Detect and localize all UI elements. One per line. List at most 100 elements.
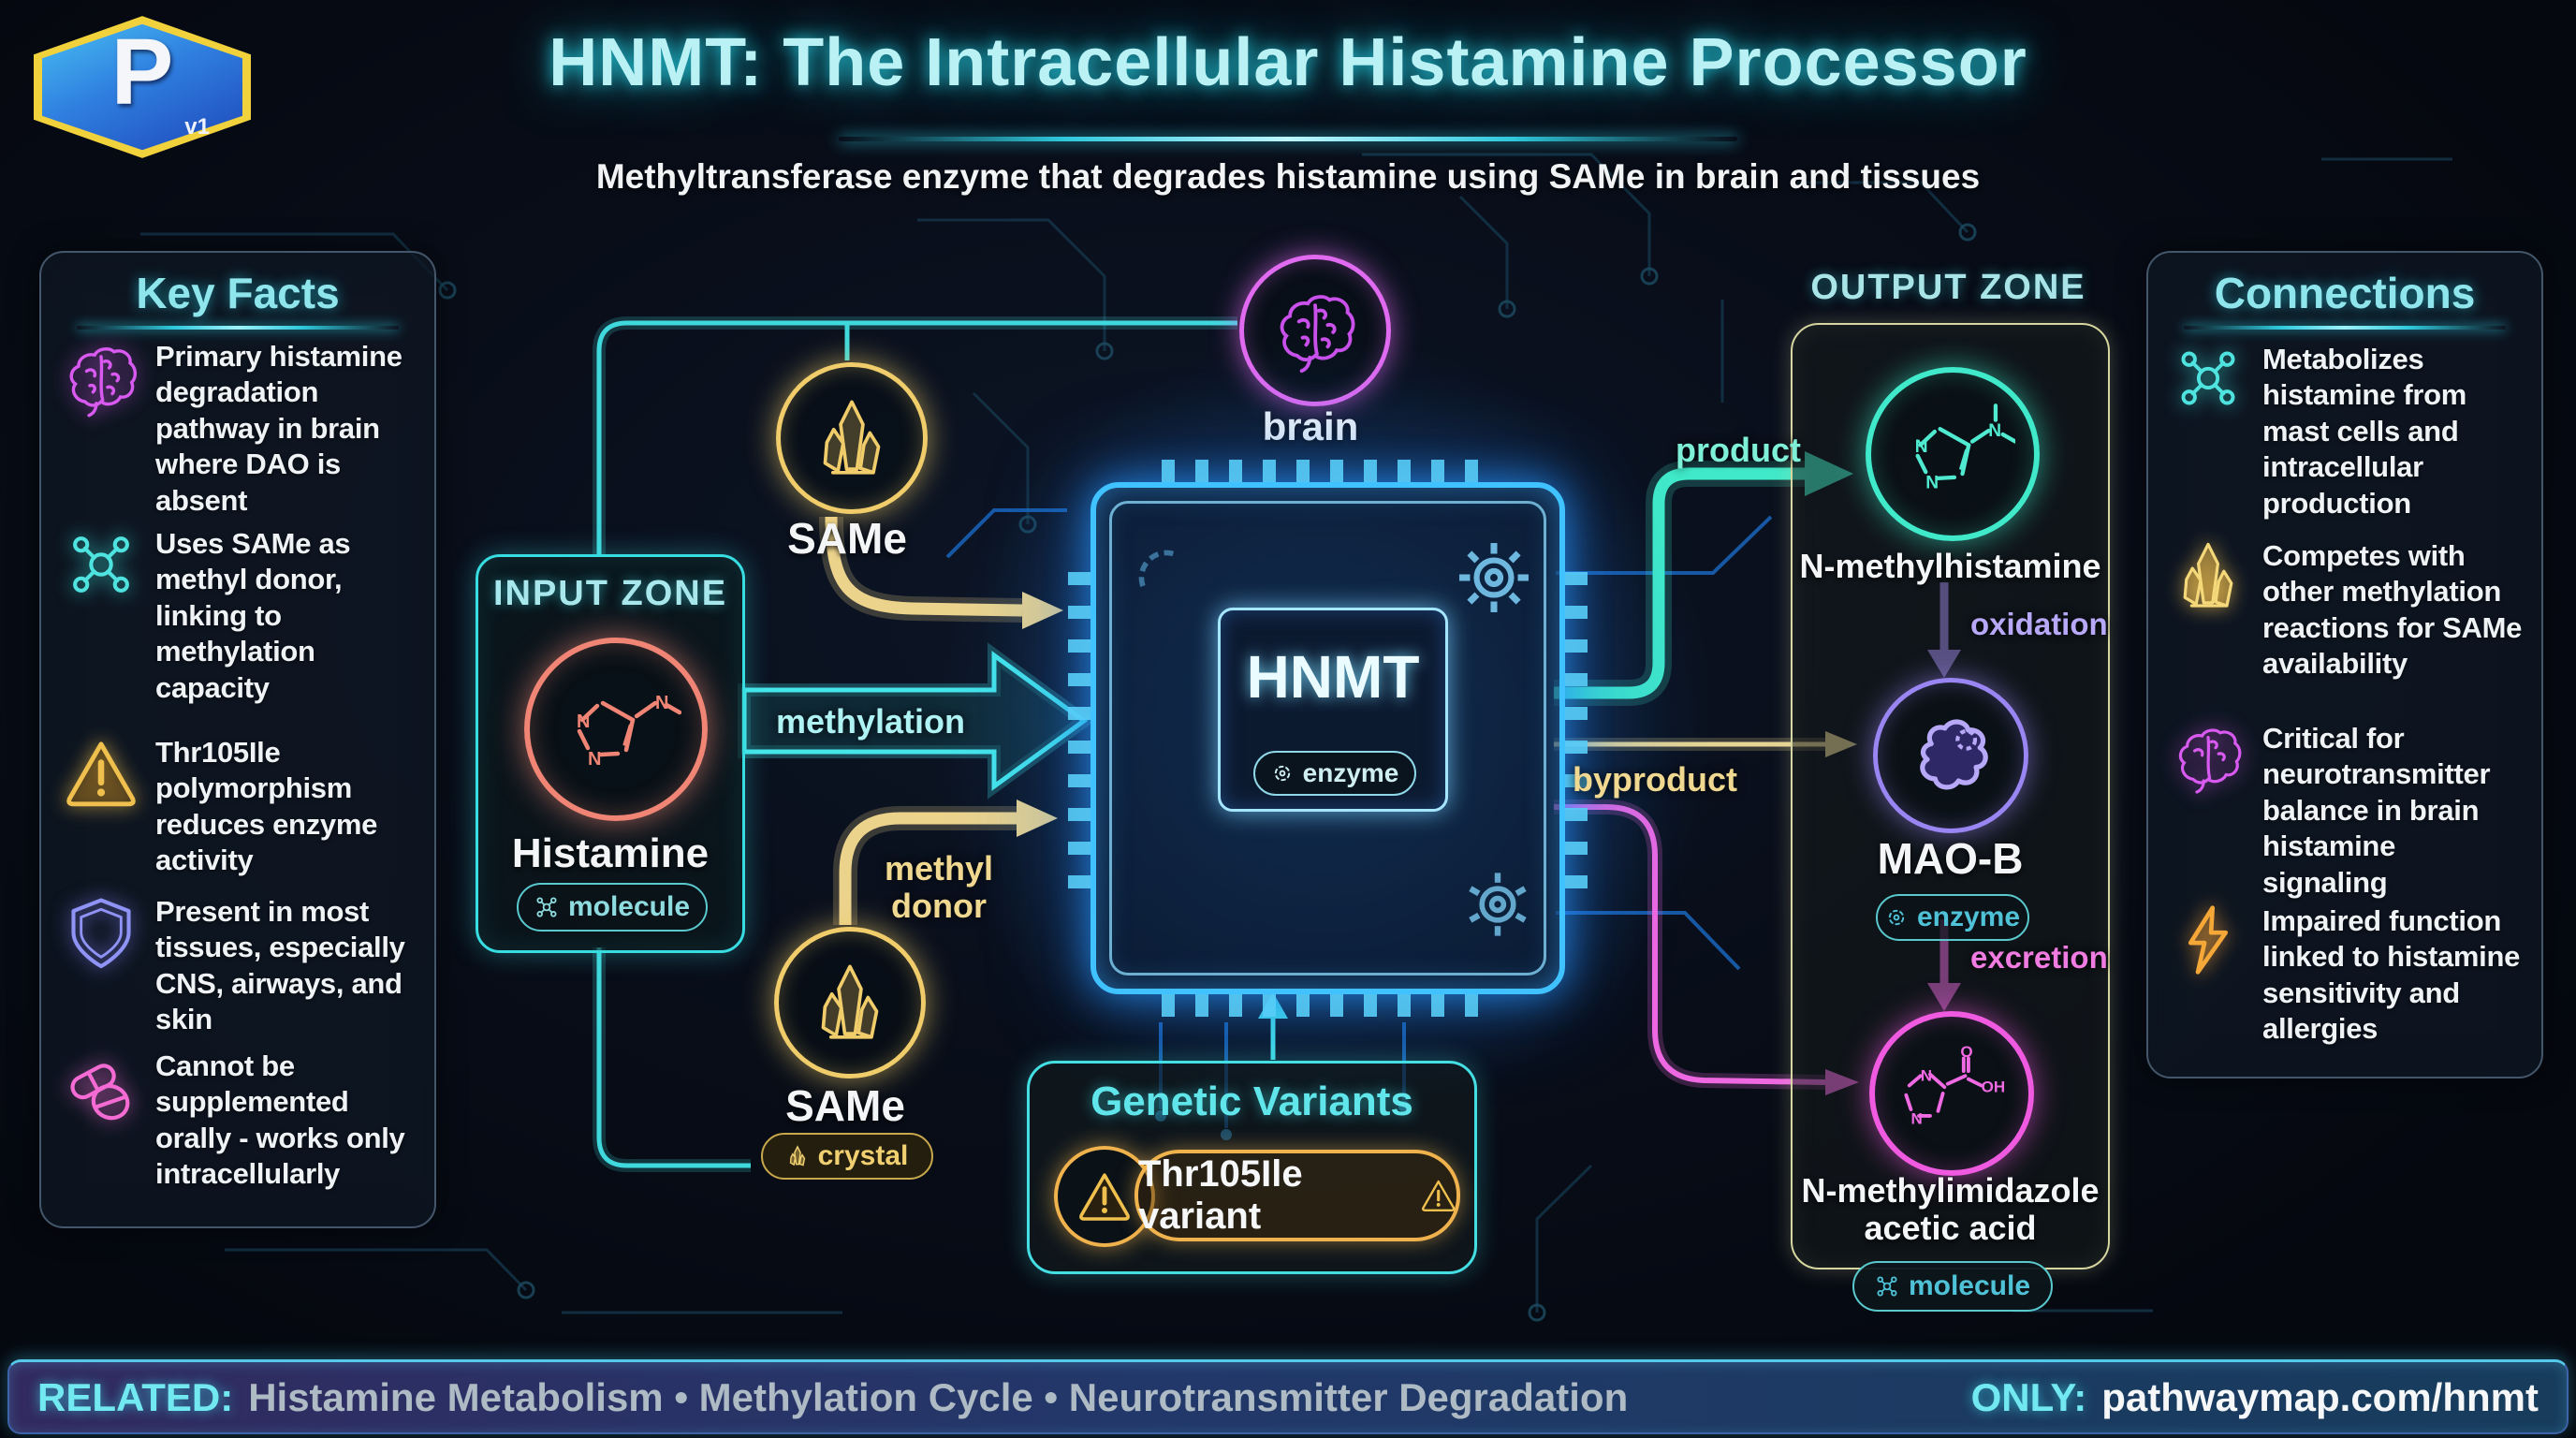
footer-related: RELATED: Histamine Metabolism • Methylat…	[37, 1375, 1628, 1420]
brain-icon	[60, 339, 142, 419]
page-title: HNMT: The Intracellular Histamine Proces…	[549, 25, 2027, 100]
molecule-icon	[2167, 342, 2249, 415]
key-fact-item: Thr105Ile polymorphism reduces enzyme ac…	[60, 735, 419, 879]
warning-icon	[1421, 1180, 1455, 1211]
logo-version: v1	[184, 114, 210, 139]
molecule-icon	[536, 897, 557, 917]
warning-icon	[1079, 1173, 1130, 1221]
chip-pins-top	[1162, 460, 1494, 482]
molecule-badge: molecule	[517, 883, 708, 932]
chip-label: HNMT	[1246, 643, 1420, 711]
chip-pins-left	[1068, 572, 1090, 904]
brain-label: brain	[1217, 404, 1404, 449]
brain-icon	[1280, 295, 1355, 374]
svg-text:N: N	[1910, 1109, 1922, 1127]
oxidation-arrow-label: oxidation	[1970, 607, 2108, 641]
same-top-node	[776, 362, 928, 514]
connection-item: Impaired function linked to histamine se…	[2167, 903, 2526, 1048]
related-label: RELATED:	[37, 1374, 234, 1419]
key-facts-divider	[77, 326, 399, 330]
maob-label: MAO-B	[1877, 834, 2024, 883]
svg-text:N: N	[1925, 473, 1939, 492]
svg-text:N: N	[655, 693, 668, 713]
crystal-badge: crystal	[761, 1133, 933, 1180]
footer-bar: RELATED: Histamine Metabolism • Methylat…	[7, 1359, 2569, 1434]
input-zone: INPUT ZONE N N N Histamine molecule	[476, 554, 745, 953]
same-top-label: SAMe	[787, 514, 907, 563]
enzyme-badge-label: enzyme	[1916, 902, 2021, 932]
key-fact-item: Present in most tissues, especially CNS,…	[60, 894, 419, 1038]
shield-icon	[60, 894, 142, 971]
variant-label: Thr105Ile variant	[1138, 1153, 1303, 1237]
molecule-badge-label: molecule	[1908, 1270, 2031, 1301]
svg-text:N: N	[1988, 421, 2001, 441]
connection-text: Metabolizes histamine from mast cells an…	[2262, 343, 2467, 520]
key-fact-item: Primary histamine degradation pathway in…	[60, 339, 419, 519]
hnmt-chip: HNMT enzyme	[1068, 460, 1588, 1017]
maob-node	[1873, 678, 2028, 833]
crystal-badge-label: crystal	[817, 1140, 909, 1171]
connection-item: Competes with other methylation reaction…	[2167, 538, 2526, 682]
variant-pill: Thr105Ile variant	[1134, 1150, 1460, 1241]
molecule-icon	[1877, 1276, 1897, 1297]
gear-icon	[1469, 873, 1527, 936]
histamine-molecule-icon: N N N	[577, 693, 681, 770]
molecule-icon	[60, 526, 142, 603]
svg-text:N: N	[588, 749, 601, 770]
chip-pins-bottom	[1162, 994, 1494, 1017]
gear-icon	[1459, 543, 1529, 612]
pills-icon	[60, 1049, 142, 1127]
same-bottom-node	[774, 927, 926, 1078]
key-fact-text: Thr105Ile polymorphism reduces enzyme ac…	[155, 736, 378, 877]
warning-icon	[60, 735, 142, 812]
enzyme-badge: enzyme	[1876, 894, 2029, 941]
connection-item: Metabolizes histamine from mast cells an…	[2167, 342, 2526, 521]
crystal-icon	[789, 1145, 805, 1167]
methyl-donor-arrow-label: methyl donor	[884, 849, 994, 926]
svg-text:N: N	[577, 712, 590, 732]
svg-text:N: N	[1915, 437, 1928, 457]
footer-link: ONLY: pathwaymap.com/hnmt	[1971, 1375, 2539, 1420]
site-url[interactable]: pathwaymap.com/hnmt	[2101, 1374, 2539, 1419]
only-label: ONLY:	[1970, 1374, 2087, 1419]
gear-arc-icon	[1138, 550, 1178, 587]
brain-node	[1239, 255, 1391, 406]
enzyme-icon	[1888, 909, 1905, 926]
key-fact-text: Present in most tissues, especially CNS,…	[155, 895, 405, 1036]
key-fact-text: Cannot be supplemented orally - works on…	[155, 1049, 405, 1191]
connection-item: Critical for neurotransmitter balance in…	[2167, 721, 2526, 901]
product-arrow-label: product	[1676, 431, 1801, 469]
enzyme-badge-label: enzyme	[1302, 758, 1399, 787]
connections-panel: Connections Metabolizes histamine from m…	[2146, 251, 2543, 1078]
crystal-icon	[823, 400, 881, 475]
methylation-arrow-label: methylation	[775, 702, 966, 741]
title-divider	[839, 137, 1737, 141]
enzyme-badge: enzyme	[1253, 751, 1416, 796]
connection-text: Competes with other methylation reaction…	[2262, 539, 2523, 681]
genetic-variants-title: Genetic Variants	[1090, 1078, 1413, 1124]
page-subtitle: Methyltransferase enzyme that degrades h…	[595, 157, 1981, 196]
chip-core: HNMT enzyme	[1218, 608, 1448, 812]
brain-icon	[2167, 721, 2249, 796]
histamine-node: N N N	[524, 638, 708, 821]
chip-pins-right	[1565, 572, 1588, 904]
connection-text: Impaired function linked to histamine se…	[2262, 904, 2521, 1046]
key-fact-text: Primary histamine degradation pathway in…	[155, 340, 402, 517]
output-zone: N N N N-methylhistamine MAO-B enzyme	[1791, 323, 2110, 1312]
key-facts-panel: Key Facts Primary histamine degradation …	[39, 251, 436, 1228]
key-fact-item: Uses SAMe as methyl donor, linking to me…	[60, 526, 419, 706]
svg-text:OH: OH	[1982, 1078, 2006, 1095]
related-items: Histamine Metabolism • Methylation Cycle…	[248, 1374, 1629, 1419]
svg-text:O: O	[1960, 1044, 1972, 1061]
genetic-variants-box: Genetic Variants Thr105Ile variant	[1027, 1061, 1477, 1274]
molecule-badge: molecule	[1852, 1261, 2053, 1312]
molecule-badge-label: molecule	[567, 891, 691, 922]
nmiaa-node: N N O OH	[1869, 1011, 2034, 1176]
excretion-arrow-label: excretion	[1970, 940, 2108, 975]
connections-divider	[2184, 326, 2506, 330]
enzyme-icon	[1274, 765, 1290, 782]
n-methylhistamine-label: N-methylhistamine	[1799, 547, 2101, 585]
output-zone-title: OUTPUT ZONE	[1810, 268, 2086, 307]
